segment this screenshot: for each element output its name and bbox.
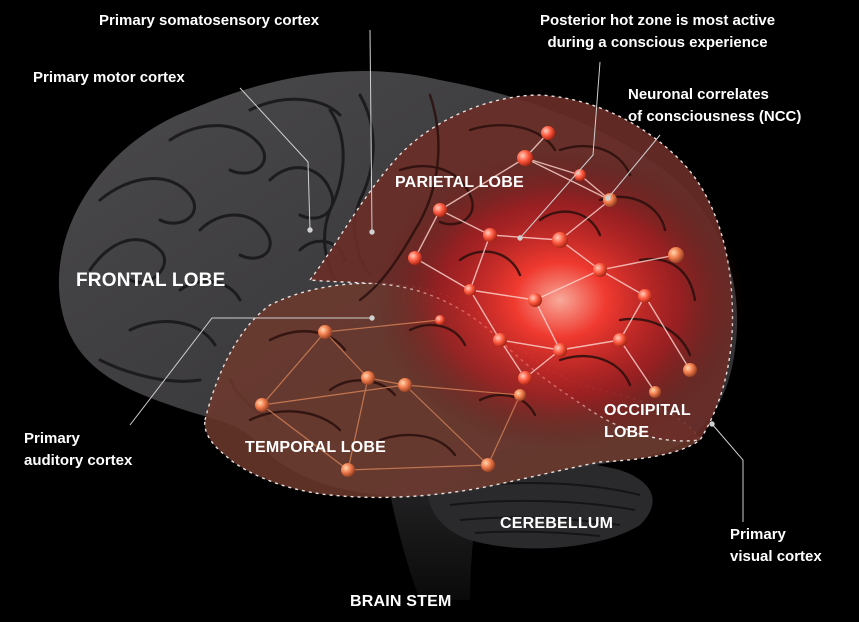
label-temporal-lobe: TEMPORAL LOBE bbox=[245, 439, 386, 456]
label-auditory-line-1: Primary bbox=[24, 430, 80, 447]
label-ncc-line-1: Neuronal correlates bbox=[628, 86, 769, 103]
label-occipital-line-2: LOBE bbox=[604, 424, 650, 441]
label-auditory-cortex: Primary auditory cortex bbox=[24, 428, 132, 472]
label-occipital-lobe: OCCIPITAL LOBE bbox=[604, 400, 691, 444]
label-visual-cortex: Primary visual cortex bbox=[730, 524, 822, 568]
label-brain-stem: BRAIN STEM bbox=[350, 593, 452, 610]
label-auditory-line-2: auditory cortex bbox=[24, 452, 133, 469]
label-ncc-line-2: of consciousness (NCC) bbox=[628, 108, 802, 125]
label-occipital-line-1: OCCIPITAL bbox=[604, 402, 691, 419]
label-visual-line-1: Primary bbox=[730, 526, 786, 543]
label-parietal-lobe: PARIETAL LOBE bbox=[395, 174, 524, 191]
label-hot-zone-line-2: during a conscious experience bbox=[547, 34, 768, 51]
label-frontal-lobe: FRONTAL LOBE bbox=[76, 270, 226, 291]
label-motor-cortex: Primary motor cortex bbox=[33, 69, 185, 86]
label-cerebellum: CEREBELLUM bbox=[500, 515, 614, 532]
label-ncc: Neuronal correlates of consciousness (NC… bbox=[628, 84, 801, 128]
label-visual-line-2: visual cortex bbox=[730, 548, 822, 565]
hot-zone-glow bbox=[375, 150, 745, 450]
label-hot-zone: Posterior hot zone is most active during… bbox=[540, 10, 775, 54]
leader-lines bbox=[129, 29, 744, 522]
label-hot-zone-line-1: Posterior hot zone is most active bbox=[540, 12, 776, 29]
label-somatosensory-cortex: Primary somatosensory cortex bbox=[99, 12, 320, 29]
